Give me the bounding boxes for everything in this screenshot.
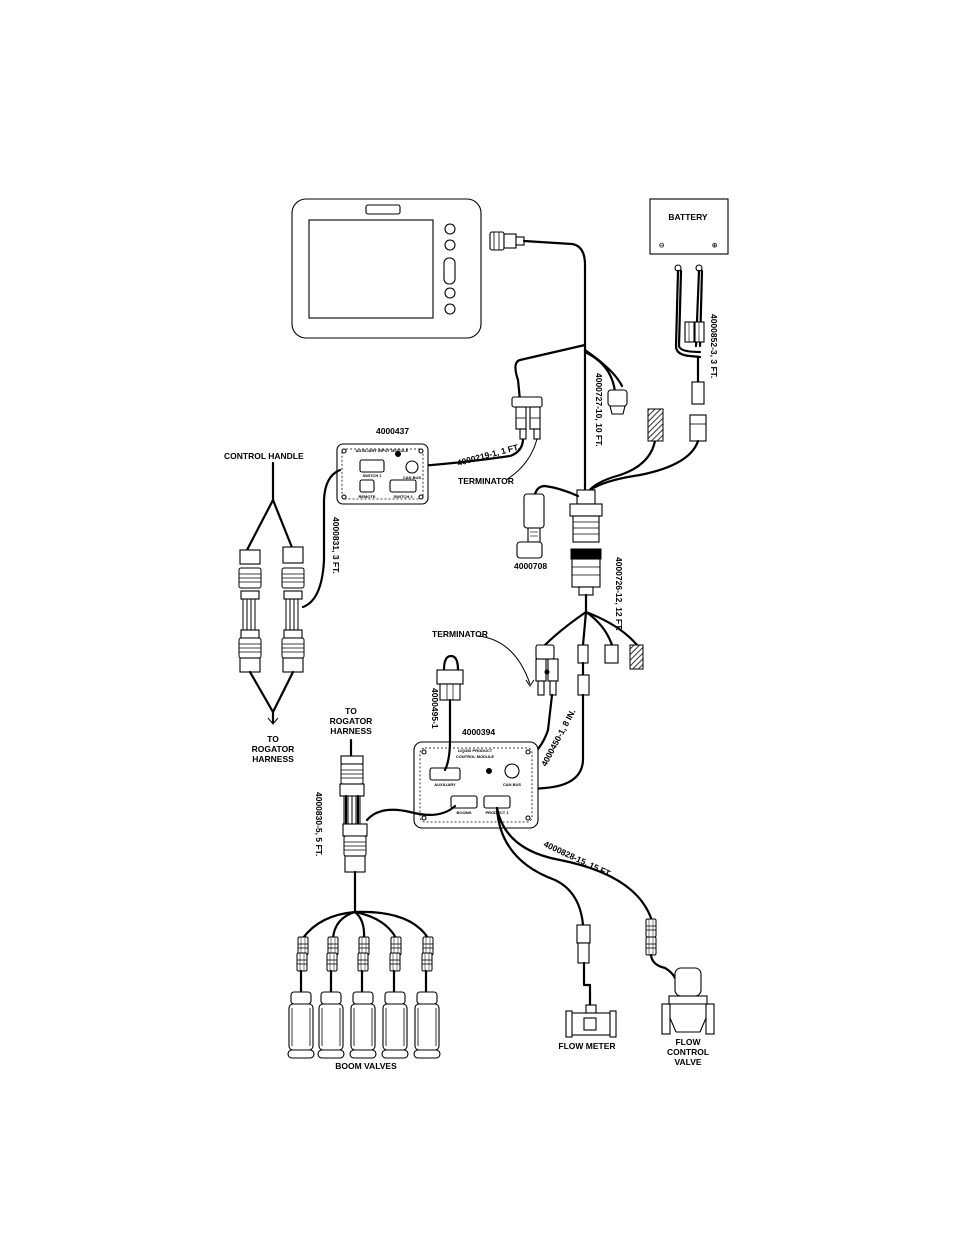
part-4000394-label: 4000394	[462, 727, 495, 737]
flow-meter	[565, 924, 617, 1038]
aux-switch1-label: SWITCH 1	[362, 473, 382, 478]
flow-meter-label: FLOW METER	[558, 1041, 615, 1051]
flow-control-label-2: CONTROL	[667, 1047, 709, 1057]
battery-label: BATTERY	[668, 212, 708, 222]
terminator-cap-top	[607, 389, 628, 415]
battery-negative-icon: ⊖	[659, 241, 664, 251]
boom-valve-harness	[287, 870, 441, 1059]
cable-4000727-label: 4000727-10, 10 FT.	[594, 373, 604, 447]
branch-to-aux-connector	[514, 343, 587, 402]
liquid-product-control-module: LIQUID PRODUCT CONTROL MODULE AUXILIARY …	[413, 741, 539, 829]
aux-module-title: AUXILIARY INPUT MODULE	[356, 448, 409, 453]
flow-control-label-3: VALVE	[674, 1057, 701, 1067]
flow-control-valve	[645, 918, 715, 1035]
rogator-mid-connector	[339, 738, 457, 873]
lpcm-title-2: CONTROL MODULE	[456, 754, 494, 759]
terminator-top-label: TERMINATOR	[458, 476, 514, 486]
part-4000437-label: 4000437	[376, 426, 409, 436]
display-monitor	[291, 198, 482, 339]
round-connector-mating	[569, 489, 603, 596]
branch-to-terminator-mid	[543, 610, 588, 647]
cable-4000495-label: 4000495-1	[430, 688, 440, 729]
control-handle-label: CONTROL HANDLE	[224, 451, 304, 461]
display-harness-connector	[489, 231, 525, 251]
to-rogator-left-3: HARNESS	[252, 754, 294, 764]
hatched-branch-wire	[586, 439, 657, 494]
wire-to-lpcm-right	[520, 693, 585, 792]
cable-4000726-label: 4000726-12, 12 FT.	[614, 557, 624, 631]
part-4000708-connector	[516, 493, 545, 559]
hatched-connector-top	[647, 408, 664, 442]
battery-harness	[674, 269, 707, 442]
terminator-mid-leader	[477, 635, 531, 685]
lpcm-title-1: LIQUID PRODUCT	[458, 748, 493, 753]
branch-to-lpcm-canbus	[581, 610, 588, 647]
boom-valves-label: BOOM VALVES	[335, 1061, 397, 1071]
cable-4000828-wire	[495, 806, 585, 927]
aux-canbus-label: CAN BUS	[403, 475, 422, 480]
battery-positive-icon: ⊕	[712, 241, 717, 251]
cable-4000830-label: 4000830-5, 5 FT.	[314, 792, 324, 856]
to-rogator-left-2: ROGATOR	[252, 744, 295, 754]
auxiliary-input-module: AUXILIARY INPUT MODULE SWITCH 1 CAN BUS …	[336, 443, 429, 505]
cable-4000219-wire	[418, 438, 525, 468]
part-4000708-label: 4000708	[514, 561, 547, 571]
hatched-connector-mid	[629, 644, 644, 670]
lpcm-aux-label: AUXILIARY	[434, 782, 456, 787]
aux-tee-connector	[511, 396, 543, 440]
terminator-top-leader	[505, 438, 538, 481]
dt-connector-c	[577, 674, 590, 696]
harness-4000727-wire	[522, 239, 587, 492]
lpcm-booms-label: BOOMS	[456, 810, 471, 815]
cable-4000831-label: 4000831, 3 FT.	[331, 517, 341, 574]
to-rogator-left-1: TO	[267, 734, 279, 744]
cable-4000852-label: 4000852-3, 3 FT.	[709, 314, 719, 378]
to-rogator-mid-2: ROGATOR	[330, 716, 373, 726]
aux-switch2-label: SWITCH 2	[393, 494, 413, 499]
flow-control-label-1: FLOW	[675, 1037, 701, 1047]
to-rogator-mid-1: TO	[345, 706, 357, 716]
battery: BATTERY ⊖ ⊕	[649, 198, 729, 272]
to-rogator-mid-3: HARNESS	[330, 726, 372, 736]
dt-connector-a	[577, 644, 589, 664]
mid-tee-connector	[535, 644, 559, 696]
lpcm-canbus-label: CAN BUS	[503, 782, 522, 787]
branch-to-4000708	[532, 484, 580, 502]
control-handle-harness	[238, 461, 342, 725]
cable-4000495-jumper	[436, 654, 464, 772]
terminator-mid-label: TERMINATOR	[432, 629, 488, 639]
aux-remote-label: REMOTE	[358, 494, 375, 499]
dt-connector-b	[604, 644, 619, 664]
battery-branch-wire	[588, 439, 700, 492]
